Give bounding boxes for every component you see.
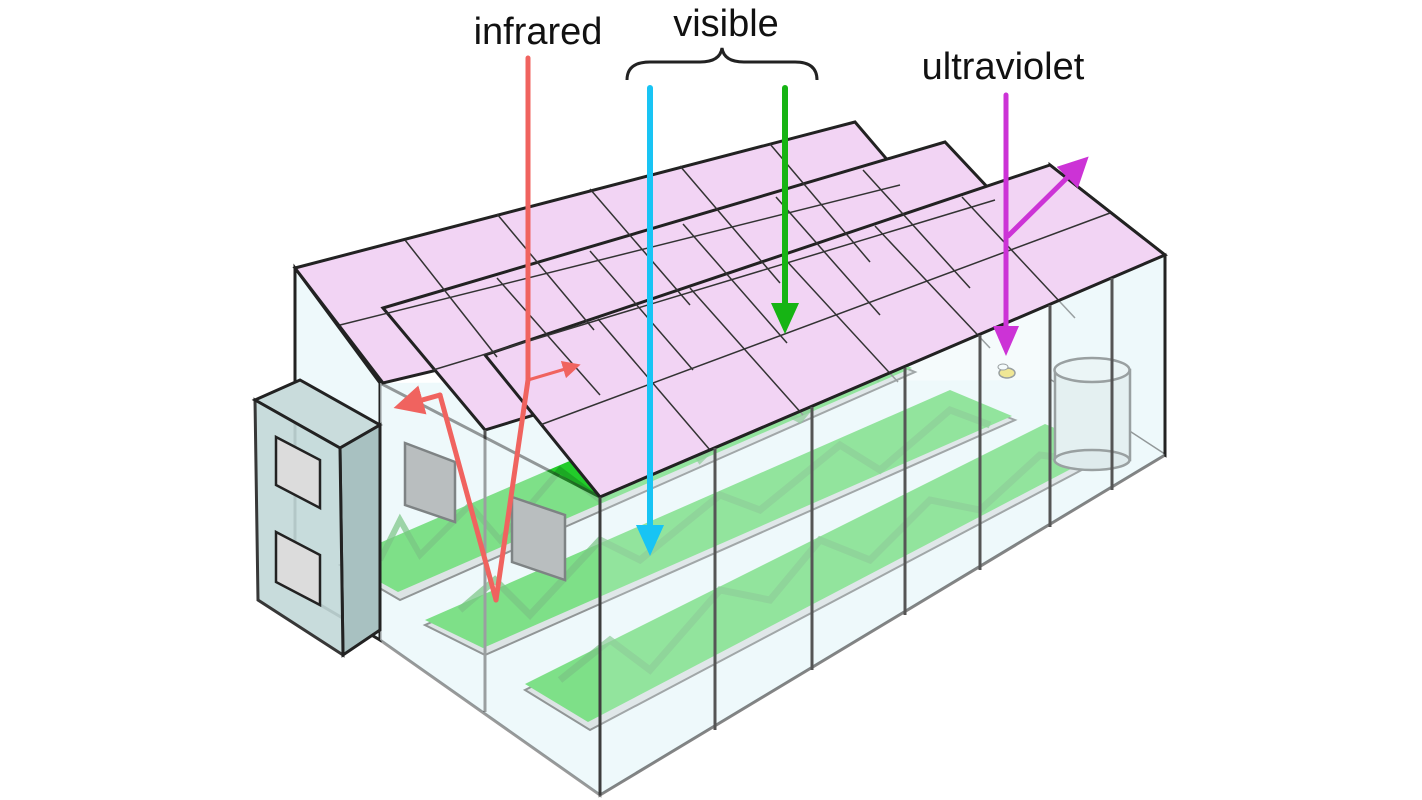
label-ultraviolet: ultraviolet xyxy=(922,46,1085,88)
roof xyxy=(292,120,1168,499)
unit-panel-top xyxy=(274,434,322,511)
visible-rays xyxy=(636,85,799,556)
visible-brace xyxy=(625,47,819,81)
infrared-rays xyxy=(393,55,581,603)
climate-control-unit xyxy=(251,378,384,658)
vent-panel-2 xyxy=(510,495,567,582)
ultraviolet-rays xyxy=(1003,92,1089,333)
label-visible: visible xyxy=(673,3,779,45)
label-infrared: infrared xyxy=(474,11,603,53)
unit-panel-bottom xyxy=(274,529,322,608)
vent-panel-1 xyxy=(403,441,457,524)
front-wall xyxy=(378,252,1167,798)
